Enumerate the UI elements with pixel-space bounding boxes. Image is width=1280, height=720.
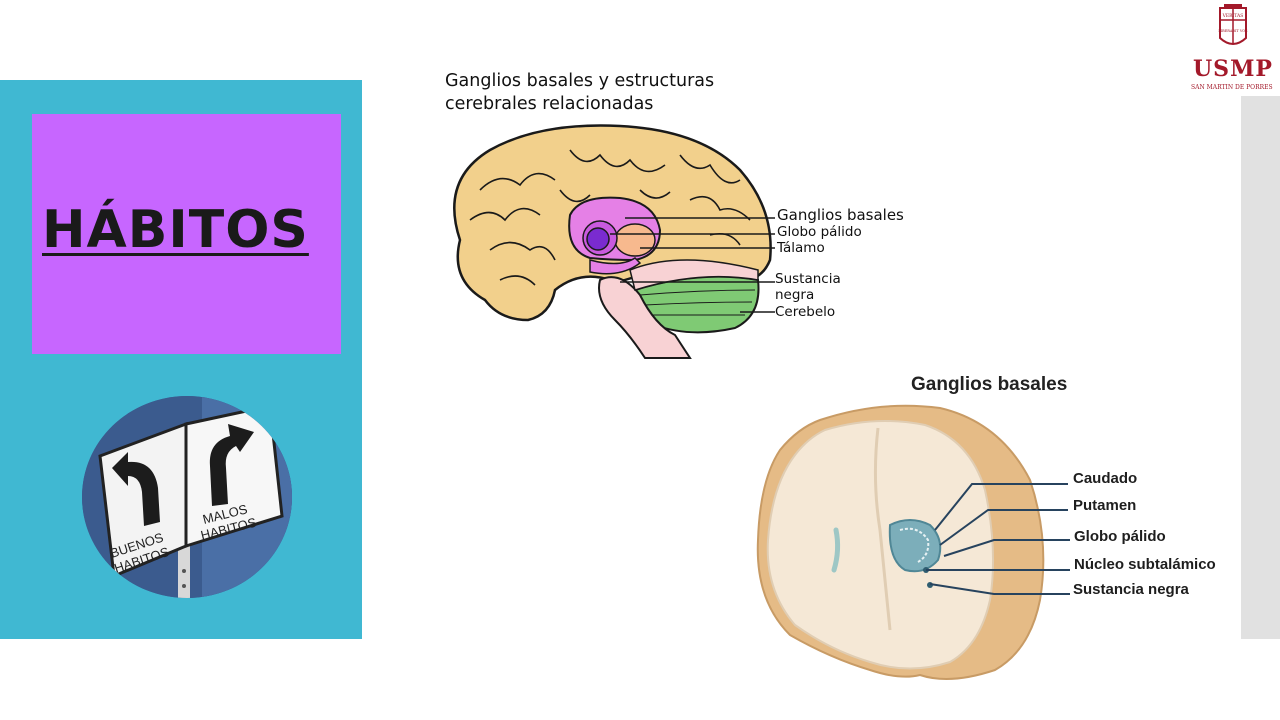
label-cerebelo: Cerebelo	[775, 304, 836, 320]
diagram1-title: Ganglios basales y estructuras cerebrale…	[445, 70, 714, 116]
habits-sign-image: BUENOS HABITOS MALOS HABITOS	[82, 396, 292, 598]
sign-illustration: BUENOS HABITOS MALOS HABITOS	[82, 396, 292, 598]
thalamus-shape	[614, 223, 656, 257]
right-strip	[1241, 96, 1280, 639]
label-talamo: Tálamo	[777, 240, 825, 256]
diagram1-pointer-lines	[610, 217, 775, 313]
basal-ganglia-cluster	[888, 519, 942, 573]
label-putamen: Putamen	[1073, 497, 1137, 514]
caudate-tail	[589, 257, 642, 275]
brain-sagittal-diagram	[453, 124, 775, 359]
logo-subtitle: SAN MARTIN DE PORRES	[1191, 84, 1273, 91]
label-caudado: Caudado	[1073, 470, 1138, 487]
cerebellum-lines	[639, 289, 756, 316]
label-sustancia-line1: Sustancia	[775, 271, 841, 287]
brainstem-shape	[598, 276, 692, 359]
label-nucleo-subtalamico: Núcleo subtalámico	[1074, 556, 1216, 573]
globus-pallidus-core	[586, 227, 610, 251]
label-sustancia-line2: negra	[775, 287, 815, 303]
label-ganglios-basales: Ganglios basales	[777, 206, 904, 224]
slide-title: HÁBITOS	[42, 200, 309, 260]
label-sustancia-negra: Sustancia negra	[1073, 581, 1189, 598]
usmp-logo: VERITAS LIBERABIT VOS	[1218, 4, 1248, 45]
seal-text-bottom: LIBERABIT VOS	[1218, 29, 1248, 33]
brain-coronal-diagram	[756, 404, 1045, 680]
diagram1-title-line1: Ganglios basales y estructuras	[445, 71, 715, 91]
label-globo-palido: Globo pálido	[777, 224, 862, 240]
title-box	[32, 114, 341, 354]
diagram1-title-line2: cerebrales relacionadas	[445, 94, 654, 114]
diagram2-title: Ganglios basales	[911, 374, 1068, 395]
logo-name: USMP	[1193, 56, 1273, 82]
seal-text-top: VERITAS	[1222, 13, 1244, 19]
label-globo-palido-2: Globo pálido	[1074, 528, 1166, 545]
